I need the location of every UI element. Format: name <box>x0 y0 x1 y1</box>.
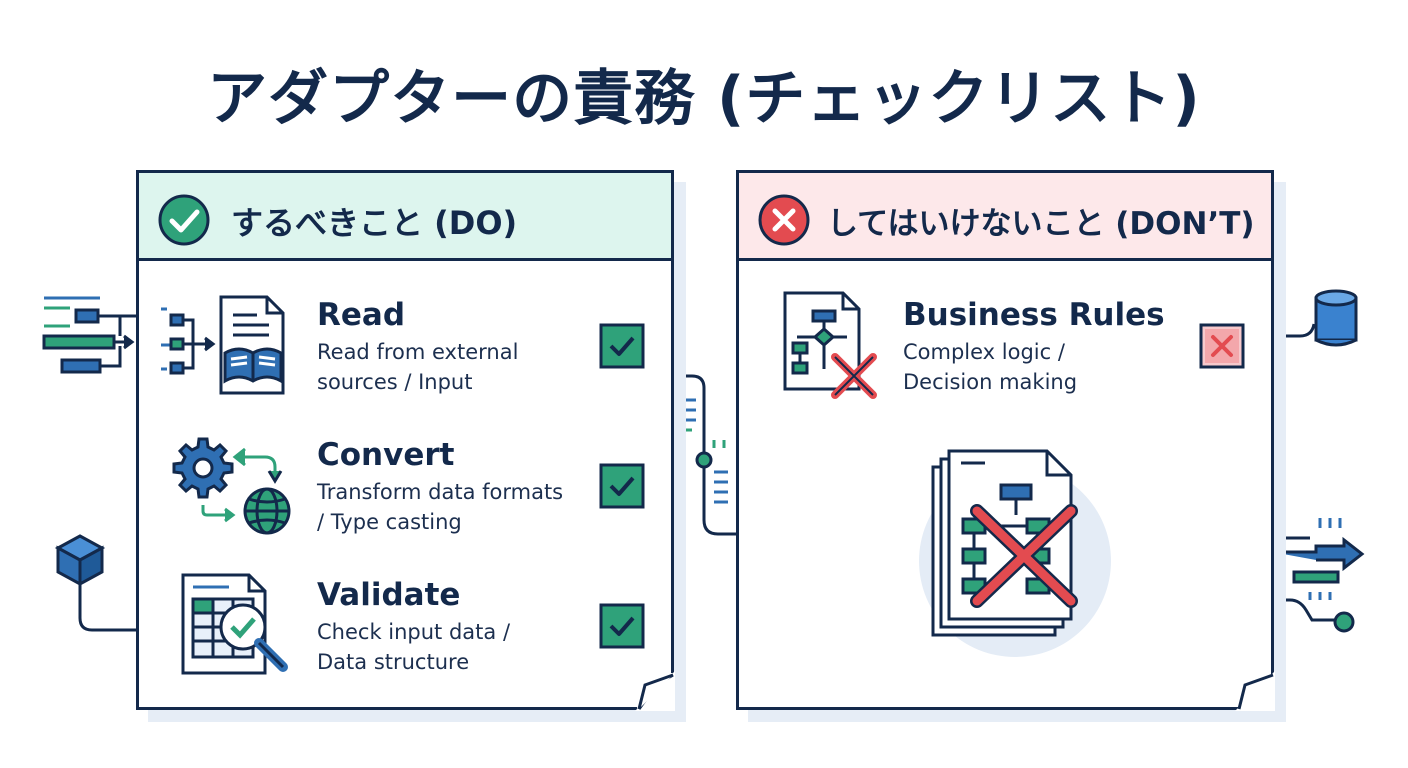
cube-icon <box>54 534 138 632</box>
item-desc-read: Read from external sources / Input <box>317 340 519 394</box>
rejected-documents-illustration <box>919 449 1111 657</box>
item-title-business-rules: Business Rules <box>903 297 1165 333</box>
page-curl-corner <box>1235 671 1275 711</box>
check-circle-icon <box>158 194 210 246</box>
checkbox-checked-validate[interactable] <box>599 603 645 649</box>
checkbox-checked-convert[interactable] <box>599 463 645 509</box>
item-title-read: Read <box>317 297 406 333</box>
cross-circle-icon <box>758 194 810 246</box>
document-book-icon <box>161 295 285 395</box>
gear-globe-icon <box>172 437 291 535</box>
do-header-label: するべきこと (DO) <box>231 204 518 242</box>
right-data-stream-icon <box>1272 518 1365 633</box>
do-card-header: するべきこと (DO) <box>139 173 671 261</box>
do-card: するべきこと (DO) Read Read from external <box>136 170 675 711</box>
spreadsheet-magnifier-icon <box>181 573 288 675</box>
item-title-convert: Convert <box>317 437 455 473</box>
checkbox-crossed-business-rules[interactable] <box>1199 323 1245 369</box>
dont-card: してはいけないこと (DON’T) Business Rules Complex… <box>736 170 1275 711</box>
flowchart-document-icon <box>783 291 877 399</box>
item-desc-convert: Transform data formats / Type casting <box>317 480 564 534</box>
dont-card-header: してはいけないこと (DON’T) <box>739 173 1271 261</box>
page-title: アダプターの責務 (チェックリスト) <box>207 64 1201 134</box>
item-title-validate: Validate <box>317 577 461 613</box>
database-icon <box>1270 289 1358 347</box>
page-curl-corner <box>635 671 675 711</box>
item-desc-business-rules: Complex logic / Decision making <box>903 340 1078 394</box>
checkbox-checked-read[interactable] <box>599 323 645 369</box>
dont-header-label: してはいけないこと (DON’T) <box>827 206 1255 242</box>
middle-connector-icon <box>672 374 736 536</box>
left-data-stream-icon <box>42 296 138 374</box>
item-desc-validate: Check input data / Data structure <box>317 620 511 674</box>
